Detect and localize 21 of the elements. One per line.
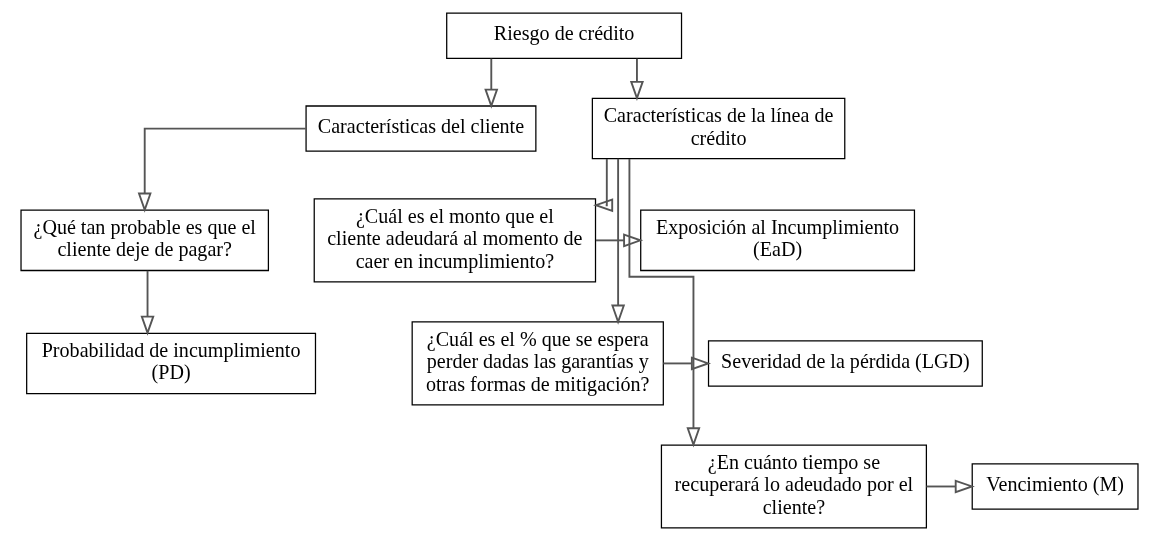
arrow xyxy=(137,127,307,213)
node-box: ¿Cuál es el % que se espera perder dadas las garantías y otras formas de mitigación? xyxy=(411,321,664,406)
node-box: Características de la línea de crédito xyxy=(591,97,845,160)
arrow xyxy=(594,233,643,248)
node-box: Vencimiento (M) xyxy=(971,463,1139,510)
node-box: Características del cliente xyxy=(304,105,536,152)
node-box: ¿En cuánto tiempo se recuperará lo adeudado por el cliente? xyxy=(660,444,927,529)
node-box: Probabilidad de incumplimiento (PD) xyxy=(25,332,316,395)
arrow xyxy=(592,157,613,213)
arrow xyxy=(140,269,155,336)
arrow xyxy=(629,57,644,102)
node-box: Riesgo de crédito xyxy=(445,12,682,59)
arrow xyxy=(661,356,711,371)
arrow xyxy=(924,479,975,494)
node-box: Exposición al Incumplimiento (EaD) xyxy=(639,209,915,272)
arrow xyxy=(627,158,700,448)
node-box: ¿Qué tan probable es que el cliente deje de pagar? xyxy=(19,209,269,272)
arrow xyxy=(483,57,498,109)
arrow xyxy=(610,157,625,325)
node-box: Severidad de la pérdida (LGD) xyxy=(707,340,983,387)
node-box: ¿Cuál es el monto que el cliente adeudará al momento de caer en incumplimiento? xyxy=(313,198,596,283)
